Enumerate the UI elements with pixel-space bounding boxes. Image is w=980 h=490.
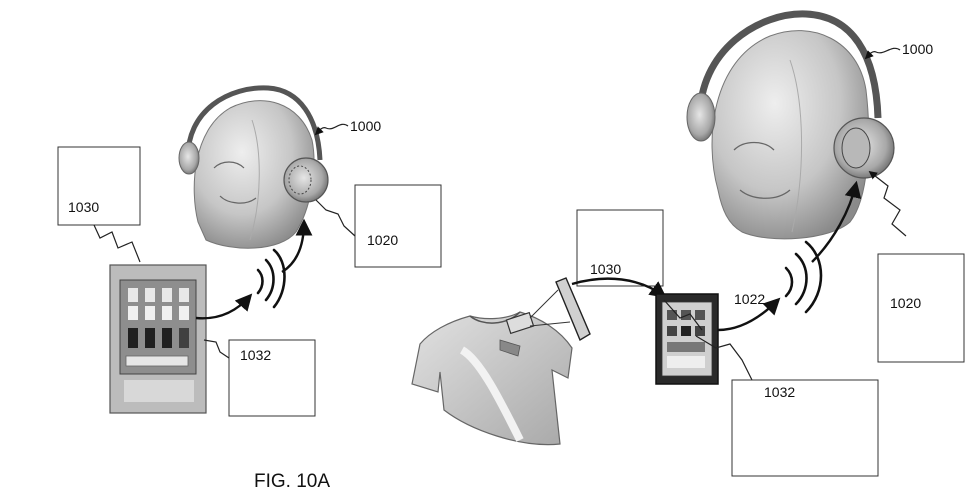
right-reader-to-phone-arrow <box>571 277 667 299</box>
right-box-1020-label: 1020 <box>890 295 921 311</box>
head-with-headphones-icon <box>686 10 895 240</box>
right-phone-to-signal-arrow <box>717 297 781 332</box>
left-headset-ref: 1000 <box>350 118 381 134</box>
left-tablet-to-signal-arrow <box>195 293 253 320</box>
right-link-ref: 1022 <box>734 291 765 307</box>
tshirt-icon <box>411 311 573 446</box>
phone-icon <box>655 293 719 385</box>
right-box-1032: 1032 <box>731 379 879 477</box>
right-1032-leader <box>695 335 753 381</box>
right-box-1032-label: 1032 <box>764 384 795 400</box>
left-scene: 1030 1000 1020 <box>57 85 442 417</box>
left-box-1030-label: 1030 <box>68 199 99 215</box>
left-box-1030: 1030 <box>57 146 141 226</box>
left-box-1032: 1032 <box>228 339 316 417</box>
left-1030-leader <box>93 224 141 263</box>
right-box-1020: 1020 <box>877 253 965 363</box>
left-1032-leader <box>203 339 230 359</box>
right-scene: 1000 1020 1030 <box>411 10 965 477</box>
right-1030-leader <box>663 299 703 331</box>
left-signal-to-headset-arrow <box>281 218 313 274</box>
left-box-1032-label: 1032 <box>240 347 271 363</box>
right-headset-ref: 1000 <box>902 41 933 57</box>
wireless-signal-icon <box>256 248 286 309</box>
right-signal-to-headset-arrow <box>811 180 862 263</box>
tablet-icon <box>109 264 207 414</box>
right-box-1030-label: 1030 <box>590 261 621 277</box>
right-1000-ref-pointer <box>864 47 901 60</box>
right-box-1030: 1030 <box>576 209 664 287</box>
left-box-1020-label: 1020 <box>367 232 398 248</box>
head-with-headphones-icon <box>178 85 329 249</box>
wireless-signal-icon <box>784 240 823 314</box>
left-1000-ref-pointer <box>314 123 349 136</box>
left-1020-leader <box>315 199 356 237</box>
left-box-1020: 1020 <box>354 184 442 268</box>
figure-caption: FIG. 10A <box>254 471 330 490</box>
lightning-arrow-icon <box>868 170 907 237</box>
nfc-tag-icon <box>505 277 591 342</box>
